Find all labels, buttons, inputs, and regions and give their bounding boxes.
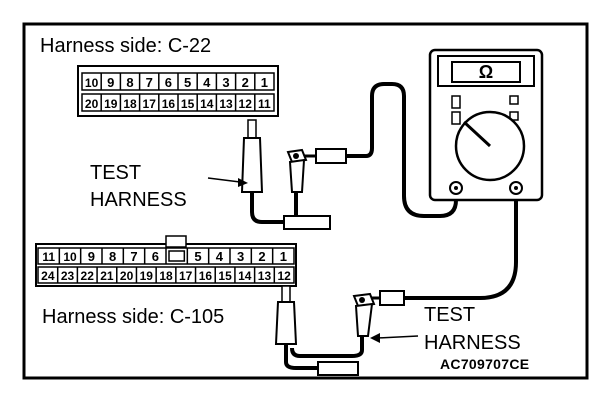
lower-probe-body	[274, 301, 298, 345]
c22-top-pin-6: 6	[165, 75, 172, 90]
c105-bottom-pin-16: 16	[199, 269, 213, 283]
c22-top-pin-8: 8	[126, 75, 133, 90]
upper-clip-pivot	[293, 153, 299, 159]
callout-lower	[370, 333, 419, 343]
c22-bottom-pin-20: 20	[85, 97, 99, 111]
c22-top-pin-7: 7	[146, 75, 153, 90]
meter-lead-upper	[346, 82, 458, 218]
upper-test-harness	[240, 119, 347, 230]
callout-lower-line	[377, 335, 419, 339]
c105-bottom-pin-19: 19	[140, 269, 154, 283]
upper-probe-tip	[247, 119, 257, 139]
meter-indicator-2	[509, 111, 519, 121]
c22-bottom-pin-12: 12	[239, 97, 253, 111]
c22-bottom-pin-16: 16	[162, 97, 176, 111]
c105-top-pin-2: 2	[258, 249, 265, 264]
lower-lead-plug	[379, 290, 405, 306]
c22-bottom-pin-19: 19	[104, 97, 118, 111]
lower-harness-plug	[317, 361, 359, 376]
c22-top-pin-9: 9	[107, 75, 114, 90]
c105-bottom-pin-14: 14	[238, 269, 252, 283]
callout-upper-line	[207, 177, 241, 183]
c22-top-pin-10: 10	[85, 76, 99, 90]
c105-bottom-pin-17: 17	[179, 269, 193, 283]
meter-terminal-ohm-dot	[514, 186, 518, 190]
lower-harness-wire	[284, 344, 322, 370]
meter-switch-2	[451, 111, 461, 125]
c105-top-blank-cavity	[168, 250, 186, 262]
meter-dial-pointer	[462, 120, 492, 148]
lower-clip-wire	[290, 336, 364, 358]
c22-bottom-pin-14: 14	[200, 97, 214, 111]
test-harness-lower-line2: HARNESS	[424, 332, 521, 354]
c105-top-pin-8: 8	[109, 249, 116, 264]
meter-display	[451, 61, 521, 83]
c22-top-pin-4: 4	[203, 75, 211, 90]
c22-bottom-pin-11: 11	[258, 97, 271, 111]
c22-top-pin-3: 3	[222, 75, 229, 90]
c105-top-pin-3: 3	[237, 249, 244, 264]
c105-bottom-pin-24: 24	[41, 269, 55, 283]
test-harness-upper-line1: TEST	[90, 162, 142, 184]
c105-top-pin-7: 7	[130, 249, 137, 264]
c105-bottom-pin-12: 12	[277, 269, 291, 283]
lower-clip-pivot	[359, 297, 365, 303]
lower-test-harness	[274, 285, 405, 376]
c105-top-pin-5: 5	[194, 249, 201, 264]
upper-lead-plug	[315, 148, 347, 164]
upper-clip-handle	[288, 158, 306, 193]
c22-bottom-pin-15: 15	[181, 97, 195, 111]
callout-lower-arrowhead	[370, 333, 380, 343]
c22-top-pin-1: 1	[261, 75, 268, 90]
c105-bottom-pin-21: 21	[100, 269, 114, 283]
lower-probe-tip	[281, 285, 291, 303]
meter-terminal-com-dot	[454, 186, 458, 190]
meter-lead-lower	[404, 190, 518, 300]
c22-bottom-pin-17: 17	[143, 97, 157, 111]
c105-bottom-pin-13: 13	[258, 269, 272, 283]
figure-code: AC709707CE	[440, 356, 530, 372]
callout-upper-arrowhead	[238, 178, 248, 187]
ohmmeter: Ω	[428, 48, 544, 202]
c105-top-pin-10: 10	[63, 250, 77, 264]
c22-top-pin-5: 5	[184, 75, 191, 90]
callout-upper	[207, 177, 248, 187]
upper-harness-wire	[250, 192, 300, 224]
c105-bottom-pin-20: 20	[120, 269, 134, 283]
meter-indicator-1	[509, 95, 519, 105]
lower-clip-handle	[354, 302, 374, 337]
test-harness-upper-line2: HARNESS	[90, 189, 187, 211]
c105-top-pin-6: 6	[152, 249, 159, 264]
figure-frame	[22, 22, 589, 380]
meter-display-symbol: Ω	[479, 62, 493, 82]
connector-c105-latch	[165, 235, 187, 248]
c105-bottom-pin-22: 22	[81, 269, 95, 283]
connector-c105-label: Harness side: C-105	[42, 306, 225, 328]
c105-top-pin-9: 9	[88, 249, 95, 264]
meter-switch-1	[451, 95, 461, 109]
c105-top-pin-4: 4	[216, 249, 224, 264]
c105-top-pin-11: 11	[42, 250, 55, 264]
c105-bottom-pin-15: 15	[218, 269, 232, 283]
c105-bottom-pin-23: 23	[61, 269, 75, 283]
test-harness-lower-line1: TEST	[424, 304, 476, 326]
c22-bottom-pin-13: 13	[219, 97, 233, 111]
c105-bottom-pin-18: 18	[159, 269, 173, 283]
c105-top-pin-1: 1	[280, 249, 287, 264]
upper-probe-body	[240, 137, 264, 193]
c22-bottom-pin-18: 18	[123, 97, 137, 111]
upper-harness-plug	[283, 215, 331, 230]
c22-top-pin-2: 2	[242, 75, 249, 90]
connector-c22-label: Harness side: C-22	[40, 35, 212, 57]
connector-c105-bottom-row	[37, 266, 295, 284]
